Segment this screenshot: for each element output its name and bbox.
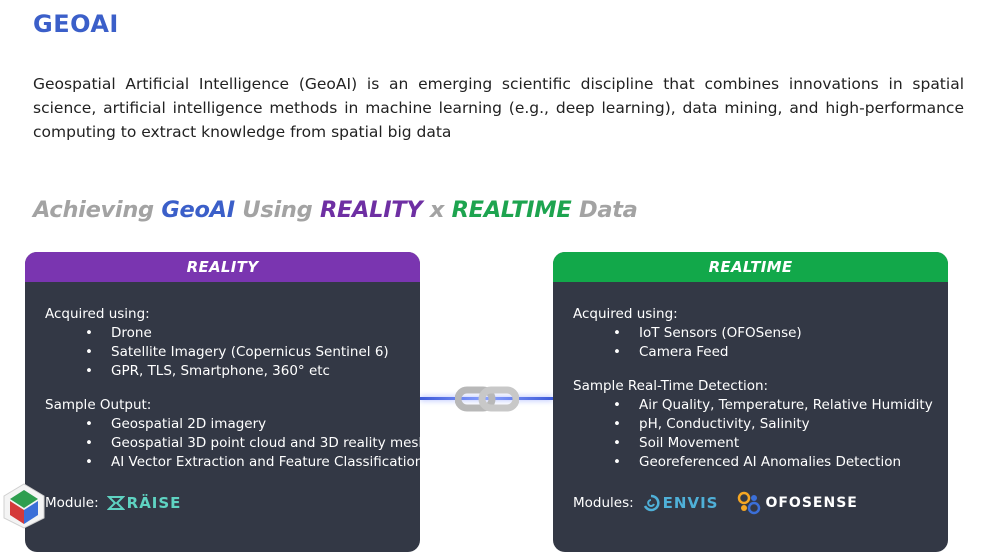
reality-acquired-list: Drone Satellite Imagery (Copernicus Sent…	[45, 324, 420, 381]
ofosense-logo: OFOSENSE	[736, 490, 857, 516]
list-item: pH, Conductivity, Salinity	[573, 415, 948, 434]
reality-panel-header: REALITY	[25, 252, 420, 282]
raise-logo-icon	[106, 496, 125, 510]
reality-panel: REALITY Acquired using: Drone Satellite …	[25, 252, 420, 552]
reality-output-list: Geospatial 2D imagery Geospatial 3D poin…	[45, 415, 420, 472]
list-item: Georeferenced AI Anomalies Detection	[573, 453, 948, 472]
realtime-detection-list: Air Quality, Temperature, Relative Humid…	[573, 396, 948, 472]
connector-line	[420, 397, 553, 400]
list-item: IoT Sensors (OFOSense)	[573, 324, 948, 343]
envis-logo: ENVIS	[642, 494, 719, 512]
list-item: Geospatial 2D imagery	[45, 415, 420, 434]
reality-module-row: Module: RÄISE	[45, 492, 181, 514]
subtitle-geoai: GeoAI	[161, 197, 235, 223]
list-item: Camera Feed	[573, 343, 948, 362]
list-item: AI Vector Extraction and Feature Classif…	[45, 453, 420, 472]
realtime-detection-label: Sample Real-Time Detection:	[573, 378, 769, 394]
ofosense-logo-icon	[738, 491, 761, 515]
raise-logo-text: RÄISE	[126, 494, 182, 512]
page-title: GEOAI	[33, 10, 119, 38]
envis-logo-text: ENVIS	[662, 494, 719, 512]
list-item: Geospatial 3D point cloud and 3D reality…	[45, 434, 420, 453]
realtime-acquired-list: IoT Sensors (OFOSense) Camera Feed	[573, 324, 948, 362]
list-item: Satellite Imagery (Copernicus Sentinel 6…	[45, 343, 420, 362]
realtime-acquired-label: Acquired using:	[573, 306, 678, 322]
subtitle-part-1: Achieving	[33, 197, 162, 223]
realtime-panel-header: REALTIME	[553, 252, 948, 282]
ofosense-logo-text: OFOSENSE	[765, 495, 858, 511]
list-item: Air Quality, Temperature, Relative Humid…	[573, 396, 948, 415]
subtitle-realtime: REALTIME	[451, 197, 572, 223]
realtime-panel: REALTIME Acquired using: IoT Sensors (OF…	[553, 252, 948, 552]
list-item: Drone	[45, 324, 420, 343]
envis-logo-icon	[643, 494, 660, 512]
subtitle-part-4: Data	[571, 197, 638, 223]
subtitle-part-2: Using	[234, 197, 320, 223]
corner-logo-icon	[3, 483, 45, 529]
reality-module-label: Module:	[45, 495, 99, 511]
realtime-module-row: Modules: ENVIS OFOSENSE	[573, 490, 858, 516]
intro-paragraph: Geospatial Artificial Intelligence (GeoA…	[33, 75, 964, 141]
raise-logo: RÄISE	[99, 494, 182, 512]
reality-output-label: Sample Output:	[45, 397, 152, 413]
list-item: GPR, TLS, Smartphone, 360° etc	[45, 362, 420, 381]
section-subtitle: Achieving GeoAI Using REALITY x REALTIME…	[33, 197, 638, 223]
reality-acquired-label: Acquired using:	[45, 306, 150, 322]
list-item: Soil Movement	[573, 434, 948, 453]
subtitle-part-3: x	[422, 197, 452, 223]
chain-link-icon	[455, 386, 519, 412]
subtitle-reality: REALITY	[319, 197, 423, 223]
realtime-modules-label: Modules:	[573, 495, 634, 511]
